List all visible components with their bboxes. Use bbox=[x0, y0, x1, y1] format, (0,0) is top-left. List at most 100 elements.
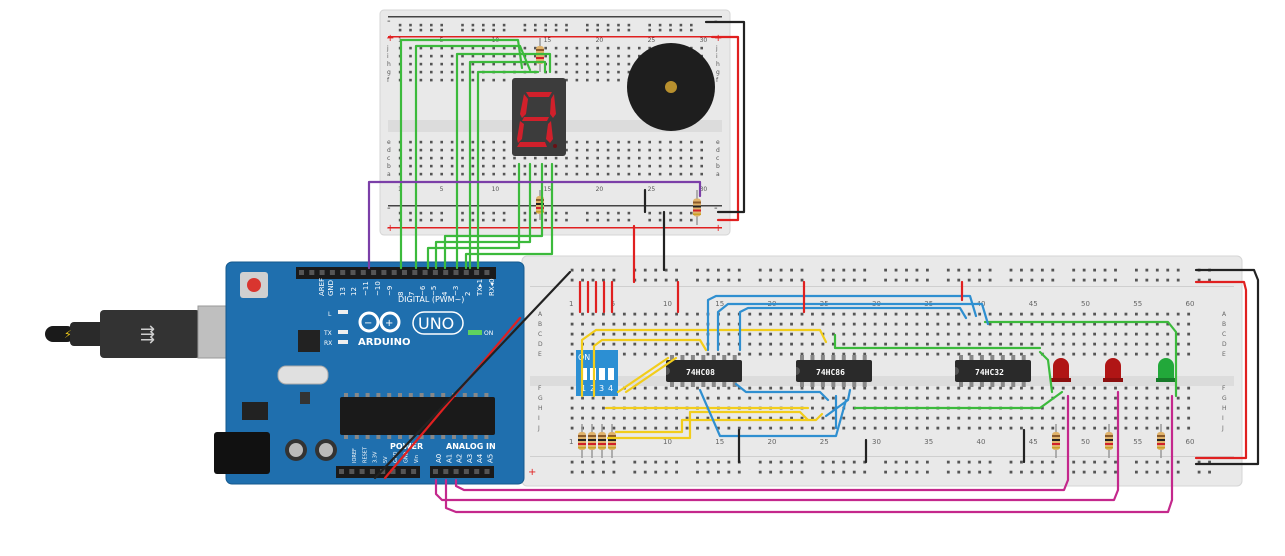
tb-row-label: i bbox=[387, 53, 389, 60]
tb-row-label-right: j bbox=[715, 45, 718, 52]
usb-chip bbox=[298, 330, 320, 352]
tb-col-number: 15 bbox=[544, 37, 552, 44]
bb-col-number-bottom: 15 bbox=[715, 438, 724, 446]
rail-plus-label-bottom-right: + bbox=[714, 223, 722, 234]
bb-col-number-bottom: 25 bbox=[820, 438, 829, 446]
tb-row-label-right: f bbox=[716, 77, 719, 84]
tb-row-label-right: a bbox=[716, 171, 720, 178]
bb-col-number: 15 bbox=[715, 300, 724, 308]
digital-pin-label: ~10 bbox=[374, 281, 382, 296]
bb-col-number: 60 bbox=[1186, 300, 1195, 308]
dip-switch-3[interactable] bbox=[599, 368, 605, 380]
analog-header-label: ANALOG IN bbox=[446, 442, 496, 451]
analog-pin-label: A5 bbox=[487, 454, 495, 463]
bb-row-label-left: E bbox=[538, 351, 542, 358]
bb-col-number-bottom: 50 bbox=[1081, 438, 1090, 446]
bb-row-label-left: A bbox=[538, 311, 543, 318]
resistor-led-1 bbox=[1052, 424, 1060, 458]
rail-minus-label-bottom-right: - bbox=[714, 203, 718, 214]
bottom-breadboard: 1510152025303540455055601510152025303540… bbox=[521, 255, 1243, 487]
ic-label: 74HC32 bbox=[975, 368, 1004, 377]
dip-pos-4: 4 bbox=[608, 384, 613, 393]
digital-pin-label: ~11 bbox=[362, 281, 370, 296]
tb-col-number-bottom: 30 bbox=[700, 186, 708, 193]
digital-pin-label: GND bbox=[327, 280, 335, 296]
digital-pin-label: 12 bbox=[350, 287, 358, 296]
ic-74hc08: 74HC08 bbox=[666, 355, 742, 387]
ic-74hc86: 74HC86 bbox=[796, 355, 872, 387]
power-pin-label: IOREF bbox=[352, 448, 358, 463]
dip-switch-1[interactable] bbox=[581, 368, 587, 380]
tb-col-number: 20 bbox=[596, 37, 604, 44]
dip-pos-2: 2 bbox=[590, 384, 595, 393]
power-led bbox=[468, 330, 482, 335]
dip-on-label: ON bbox=[578, 353, 590, 362]
svg-text:+: + bbox=[385, 318, 393, 329]
analog-pin-label: A2 bbox=[456, 454, 464, 463]
reset-button[interactable] bbox=[247, 278, 261, 292]
led-red-1 bbox=[1051, 358, 1071, 382]
usb-symbol-icon: ⇶ bbox=[140, 324, 155, 345]
digital-pin-label: ~9 bbox=[386, 286, 394, 296]
tb-col-number-bottom: 15 bbox=[544, 186, 552, 193]
tb-col-number-bottom: 20 bbox=[596, 186, 604, 193]
bb-row-label-right: J bbox=[1221, 425, 1224, 432]
bb-col-number-bottom: 60 bbox=[1186, 438, 1195, 446]
analog-pin-label: A1 bbox=[445, 454, 453, 463]
bb-row-label-left: C bbox=[538, 331, 542, 338]
bb-rail-plus-label: + bbox=[528, 467, 536, 478]
bb-col-number-bottom: 1 bbox=[569, 438, 573, 446]
tb-row-label: g bbox=[387, 69, 391, 76]
analog-pin-label: A4 bbox=[476, 453, 484, 463]
arduino-model: UNO bbox=[418, 314, 454, 333]
bb-col-number: 55 bbox=[1133, 300, 1142, 308]
led-tx bbox=[338, 330, 348, 334]
power-header bbox=[336, 466, 420, 478]
bb-row-label-left: H bbox=[538, 405, 543, 412]
resistor-dip-2 bbox=[588, 424, 596, 458]
bb-row-label-left: F bbox=[538, 385, 542, 392]
digital-pin-label: ~6 bbox=[419, 285, 427, 296]
power-led-label: ON bbox=[484, 330, 493, 337]
dip-switch-4[interactable] bbox=[608, 368, 614, 380]
tb-col-number-bottom: 25 bbox=[648, 186, 656, 193]
tb-row-label: c bbox=[387, 155, 390, 162]
digital-pin-label: 2 bbox=[464, 292, 472, 296]
led-rx-label: RX bbox=[324, 340, 332, 347]
wires bbox=[367, 20, 1260, 514]
green-wires bbox=[399, 38, 1178, 410]
bb-row-label-right: D bbox=[1222, 341, 1227, 348]
rail-plus-label-bottom: + bbox=[386, 223, 394, 234]
digital-pin-label: 13 bbox=[339, 287, 347, 296]
rail-plus-label: + bbox=[386, 33, 394, 44]
bb-col-number-bottom: 20 bbox=[768, 438, 777, 446]
analog-pin-label: A3 bbox=[466, 454, 474, 463]
bb-row-label-right: B bbox=[1222, 321, 1226, 328]
resistor-top-3 bbox=[693, 190, 701, 225]
led-l-label: L bbox=[328, 311, 332, 318]
bb-col-number-bottom: 55 bbox=[1133, 438, 1142, 446]
bb-col-number-bottom: 30 bbox=[872, 438, 881, 446]
tb-row-label-right: h bbox=[716, 61, 720, 68]
blue-wires bbox=[698, 294, 990, 438]
tb-row-label: j bbox=[386, 45, 389, 52]
power-pin-label: 5V bbox=[383, 456, 389, 463]
bb-row-label-left: I bbox=[538, 415, 540, 422]
rail-plus-label-right: + bbox=[714, 33, 722, 44]
digital-pin-label: AREF bbox=[318, 278, 326, 296]
purple-wire bbox=[367, 180, 702, 270]
analog-pin-label: A0 bbox=[435, 454, 443, 463]
usb-cable bbox=[45, 326, 75, 342]
digital-pin-label: ~5 bbox=[430, 286, 438, 296]
tb-row-label: d bbox=[387, 147, 391, 154]
tb-row-label: b bbox=[387, 163, 391, 170]
led-l bbox=[338, 310, 348, 314]
magenta-wires bbox=[434, 390, 1174, 514]
tb-row-label: h bbox=[387, 61, 391, 68]
tb-row-label: a bbox=[387, 171, 391, 178]
tb-row-label-right: b bbox=[716, 163, 720, 170]
red-wires bbox=[383, 35, 1248, 480]
tb-col-number: 30 bbox=[700, 37, 708, 44]
bb-row-label-left: J bbox=[537, 425, 540, 432]
power-pin-label: RESET bbox=[362, 446, 368, 463]
